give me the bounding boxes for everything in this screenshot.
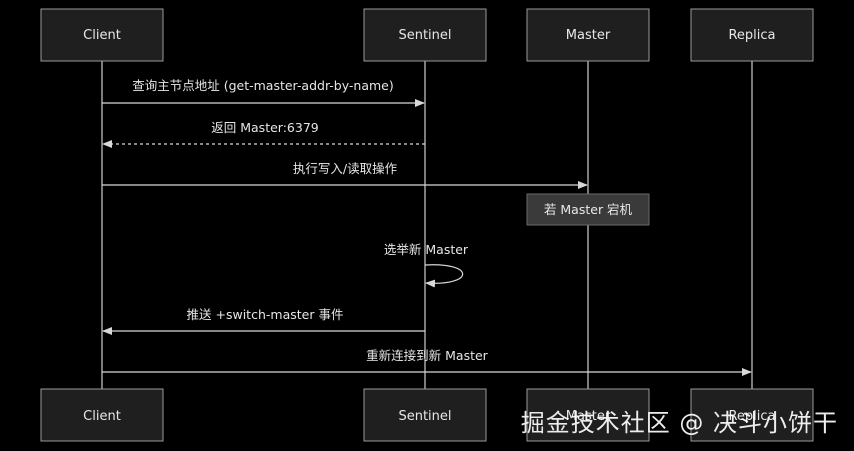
- actor-sentinel-bottom: Sentinel: [363, 388, 487, 442]
- message-label-reconnect: 重新连接到新 Master: [366, 348, 489, 363]
- actor-label: Master: [566, 28, 611, 43]
- actor-client-bottom: Client: [40, 388, 164, 442]
- actor-master-bottom: Master: [526, 388, 650, 442]
- actor-label: Master: [566, 409, 611, 424]
- actor-client-top: Client: [40, 8, 164, 62]
- message-arrow-elect-master: [424, 264, 464, 288]
- actor-label: Sentinel: [398, 28, 451, 43]
- message-label-read-write: 执行写入/读取操作: [293, 161, 398, 176]
- note-master-down: 若 Master 宕机: [526, 193, 650, 226]
- actor-label: Replica: [728, 28, 775, 43]
- message-label-return-master: 返回 Master:6379: [211, 120, 319, 135]
- actor-label: Client: [83, 409, 121, 424]
- actor-sentinel-top: Sentinel: [363, 8, 487, 62]
- actor-label: Sentinel: [398, 409, 451, 424]
- actor-label: Replica: [728, 409, 775, 424]
- watermark-text: 掘金技术社区 @ 决斗小饼干: [520, 409, 838, 437]
- actor-label: Client: [83, 28, 121, 43]
- actor-master-top: Master: [526, 8, 650, 62]
- note-label: 若 Master 宕机: [544, 202, 633, 217]
- actor-replica-bottom: Replica: [690, 388, 814, 442]
- message-label-switch-master: 推送 +switch-master 事件: [187, 307, 344, 322]
- message-label-elect-master: 选举新 Master: [384, 242, 469, 257]
- message-label-get-master-addr: 查询主节点地址 (get-master-addr-by-name): [132, 78, 394, 93]
- actor-replica-top: Replica: [690, 8, 814, 62]
